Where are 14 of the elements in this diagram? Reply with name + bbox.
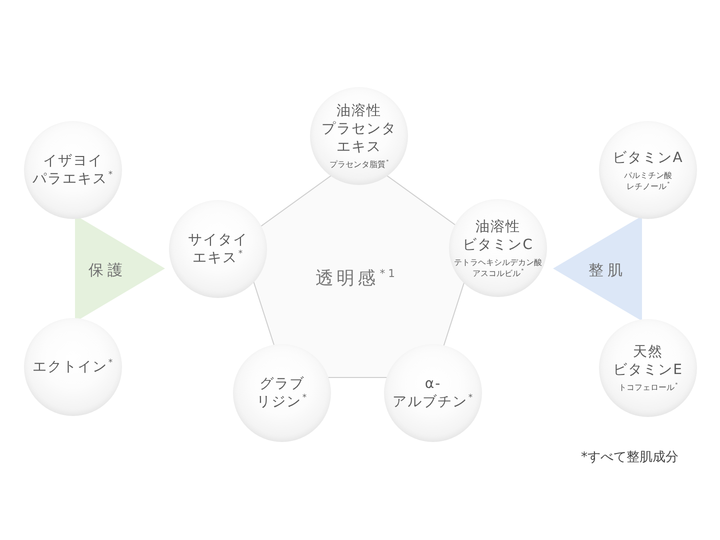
ingredient-name: 油溶性プラセンタエキス bbox=[322, 102, 396, 156]
ingredient-name: α-アルブチン$^{*}$ bbox=[392, 375, 474, 411]
category-label: 整肌 bbox=[588, 260, 626, 279]
ingredient-name: イザヨイパラエキス$^{*}$ bbox=[32, 152, 114, 188]
ingredient-name: ビタミンA bbox=[612, 148, 684, 166]
ingredient-name: エクトイン$^{*}$ bbox=[32, 358, 114, 376]
ingredient-name: 油溶性ビタミンC bbox=[462, 218, 534, 254]
ingredient-name: 天然ビタミンE bbox=[613, 343, 683, 379]
category-label: 保護 bbox=[88, 260, 126, 279]
triangle-pointer bbox=[553, 216, 642, 321]
theme-label: 透明感$^{*1}$ bbox=[316, 268, 398, 290]
footnote: *すべて整肌成分 bbox=[581, 450, 678, 466]
ingredient-name: グラブリジン$^{*}$ bbox=[256, 375, 308, 411]
ingredient-name: サイタイエキス$^{*}$ bbox=[188, 231, 248, 267]
